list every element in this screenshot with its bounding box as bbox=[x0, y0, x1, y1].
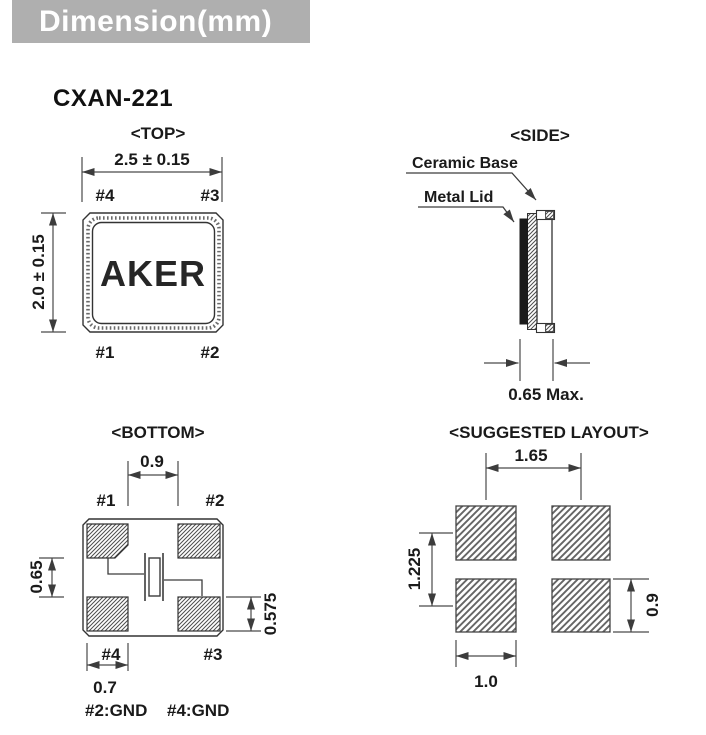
metal-lid-face bbox=[91, 221, 216, 325]
layout-view-title: <SUGGESTED LAYOUT> bbox=[449, 423, 649, 442]
bottom-gap-x-value: 0.9 bbox=[140, 452, 164, 471]
bottom-pin-1-label: #1 bbox=[97, 491, 116, 510]
section-title: Dimension(mm) bbox=[39, 4, 273, 38]
bottom-view: <BOTTOM> 0.9 #1 #2 0.65 0.575 bbox=[27, 423, 280, 720]
top-castellation-pad bbox=[545, 211, 554, 219]
bottom-pad-width-dimension: 0.7 bbox=[86, 643, 129, 697]
layout-pitch-y-dimension: 1.225 bbox=[405, 532, 453, 607]
wire-crystal-to-pad3 bbox=[164, 579, 203, 596]
ceramic-base-body bbox=[536, 211, 553, 332]
layout-pad-top-right bbox=[551, 505, 611, 561]
pad-2 bbox=[177, 523, 221, 559]
bottom-pin-3-label: #3 bbox=[204, 645, 223, 664]
bottom-pin-4-label: #4 bbox=[102, 645, 121, 664]
top-height-dimension: 2.0 ± 0.15 bbox=[29, 212, 66, 333]
layout-pad-width-dimension: 1.0 bbox=[455, 640, 517, 691]
part-number: CXAN-221 bbox=[53, 85, 174, 112]
top-package-outline: AKER bbox=[82, 212, 224, 333]
gnd-note-1: #2:GND bbox=[85, 701, 147, 720]
crystal-body bbox=[148, 557, 161, 597]
top-pin-2-label: #2 bbox=[201, 343, 220, 362]
bottom-gap-y-value: 0.65 bbox=[27, 560, 46, 593]
metal-lid-label: Metal Lid bbox=[424, 189, 493, 206]
bottom-gap-y-dimension: 0.65 bbox=[27, 557, 64, 598]
ceramic-base-leader bbox=[406, 172, 537, 201]
layout-pad-height-dimension: 0.9 bbox=[613, 578, 662, 633]
layout-pad-top-left bbox=[455, 505, 517, 561]
side-view-title: <SIDE> bbox=[510, 126, 570, 145]
bottom-gap-x-dimension: 0.9 bbox=[127, 452, 179, 506]
top-pin-3-label: #3 bbox=[201, 186, 220, 205]
layout-pitch-y-value: 1.225 bbox=[405, 548, 424, 591]
top-pin-4-label: #4 bbox=[96, 186, 115, 205]
bottom-view-title: <BOTTOM> bbox=[111, 423, 204, 442]
bottom-castellation-pad bbox=[545, 324, 554, 332]
top-view-title: <TOP> bbox=[131, 124, 186, 143]
layout-pad-bottom-left bbox=[455, 578, 517, 633]
top-width-value: 2.5 ± 0.15 bbox=[114, 150, 190, 169]
top-view: <TOP> 2.5 ± 0.15 #4 #3 AKER 2.0 ± 0.15 #… bbox=[29, 124, 224, 362]
layout-pad-width-value: 1.0 bbox=[474, 672, 498, 691]
layout-pad-height-value: 0.9 bbox=[643, 593, 662, 617]
brand-mark: AKER bbox=[100, 253, 206, 294]
pad-1 bbox=[86, 523, 129, 559]
bottom-pad-width-value: 0.7 bbox=[93, 678, 117, 697]
section-header: Dimension(mm) bbox=[12, 0, 310, 43]
crystal-symbol bbox=[107, 553, 203, 601]
ceramic-base-label: Ceramic Base bbox=[412, 155, 518, 172]
gnd-note-2: #4:GND bbox=[167, 701, 229, 720]
wire-pad1-to-crystal bbox=[107, 558, 144, 575]
seal-ring-stitch bbox=[86, 216, 221, 330]
top-pin-1-label: #1 bbox=[96, 343, 115, 362]
bottom-pad-height-value: 0.575 bbox=[261, 593, 280, 636]
layout-pitch-x-value: 1.65 bbox=[514, 446, 547, 465]
top-width-dimension: 2.5 ± 0.15 bbox=[81, 150, 223, 202]
side-view: <SIDE> Ceramic Base Metal Lid 0.65 Max. bbox=[406, 126, 590, 404]
seal-layer bbox=[527, 213, 538, 330]
side-thickness-dimension: 0.65 Max. bbox=[484, 339, 590, 404]
metal-lid-leader bbox=[418, 206, 515, 223]
side-thickness-value: 0.65 Max. bbox=[508, 385, 584, 404]
bottom-pad-height-dimension: 0.575 bbox=[226, 593, 280, 636]
pad-4 bbox=[86, 596, 129, 632]
bottom-pin-2-label: #2 bbox=[206, 491, 225, 510]
suggested-layout-view: <SUGGESTED LAYOUT> 1.65 1.225 0.9 bbox=[405, 423, 662, 691]
side-profile bbox=[519, 209, 556, 334]
layout-pad-bottom-right bbox=[551, 578, 611, 633]
pad-3 bbox=[177, 596, 221, 632]
metal-lid-body bbox=[519, 218, 528, 325]
layout-pitch-x-dimension: 1.65 bbox=[485, 446, 582, 500]
top-height-value: 2.0 ± 0.15 bbox=[29, 234, 48, 310]
